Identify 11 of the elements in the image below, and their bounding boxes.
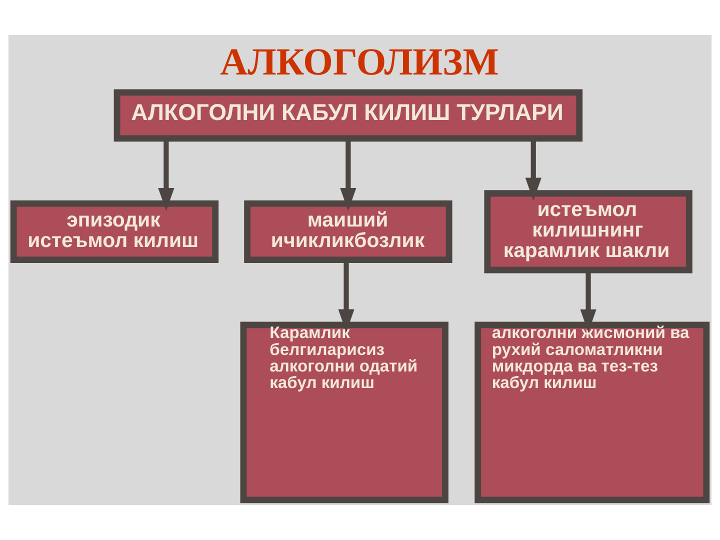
arrow: [580, 270, 596, 332]
arrow: [340, 139, 356, 211]
node-box: истеъмол килишнинг карамлик шакли: [484, 190, 692, 274]
arrow: [525, 139, 542, 201]
node-box: маиший ичикликбозлик: [244, 200, 452, 263]
arrow: [158, 139, 174, 211]
node-box: Карамлик белгиларисиз алкоголни одатий кабул килиш: [240, 322, 448, 504]
node-box: эпизодик истеъмол килиш: [10, 200, 219, 263]
node-box: АЛКОГОЛНИ КАБУЛ КИЛИШ ТУРЛАРИ: [114, 89, 583, 142]
diagram-title: АЛКОГОЛИЗМ: [220, 42, 499, 84]
node-box: алкоголни жисмоний ва рухий саломатликни микдорда ва тез-тез кабул килиш: [474, 322, 710, 504]
